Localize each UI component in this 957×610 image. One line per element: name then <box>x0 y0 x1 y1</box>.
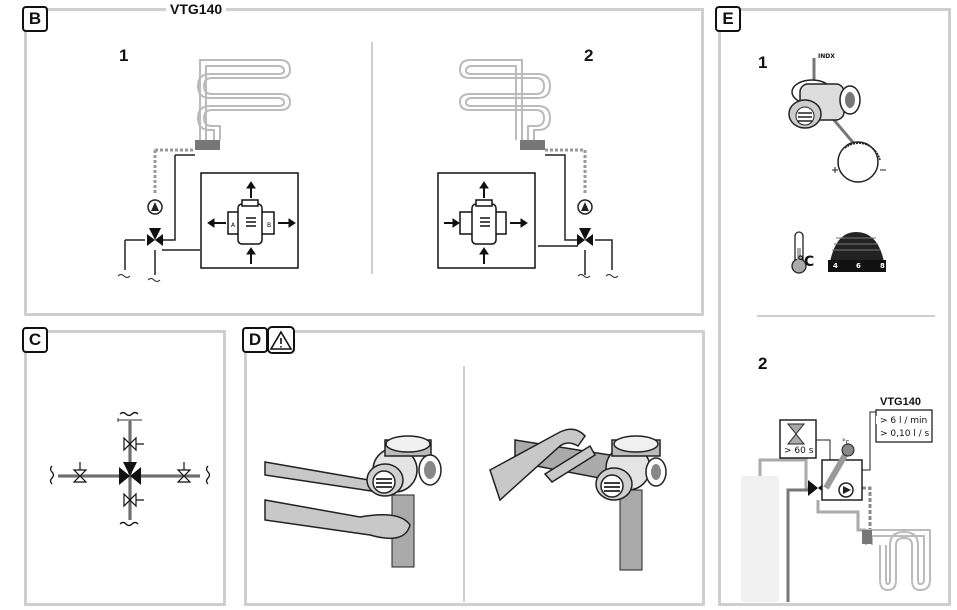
deg-small-front: °c <box>842 438 850 446</box>
panel-d <box>244 330 705 606</box>
radiator-coil-1 <box>196 59 292 140</box>
panel-d-divider <box>463 366 465 602</box>
mixing-valve-icon-b1 <box>147 228 163 246</box>
pump-arrow-b2 <box>581 202 589 211</box>
valve-with-knob-e1 <box>788 58 886 183</box>
scale-4-front: 4 <box>833 262 838 270</box>
flow-arrows-b1 <box>207 181 296 264</box>
valve-letter-a-b1: A <box>231 222 236 229</box>
panel-e-divider <box>757 315 935 317</box>
scale-6-front: 6 <box>856 262 861 270</box>
vtg140-spec-title-front: VTG140 <box>880 396 921 408</box>
e-number-1: 1 <box>758 53 768 72</box>
water-wave-b1 <box>117 274 161 282</box>
pipe-break-marks-c <box>49 411 211 527</box>
panel-c <box>24 330 226 606</box>
flow-spec-sec-front: > 0,10 l / s <box>880 429 930 439</box>
hourglass-icon <box>786 423 806 445</box>
timer-label-front: > 60 s <box>784 446 814 456</box>
pump-arrow-b1 <box>151 202 159 211</box>
dial-scale-icon <box>828 232 886 272</box>
manifold-e2 <box>862 530 872 544</box>
valve-letter-b-b1: B <box>267 222 271 229</box>
water-wave-b2 <box>577 274 619 278</box>
valve-schematic-b2 <box>459 199 507 245</box>
pipe-wrench-illustration <box>489 428 667 571</box>
diagram-number-1: 1 <box>119 46 129 65</box>
scale-8-front: 8 <box>880 262 885 270</box>
mixing-valve-icon-b2 <box>577 228 593 246</box>
section-tag-b: B <box>22 6 48 32</box>
panel-b-title: VTG140 <box>166 1 227 17</box>
diagram-number-2: 2 <box>584 46 594 65</box>
radiator-e2 <box>865 529 931 592</box>
section-tag-e: E <box>715 6 741 32</box>
valve-schematic-b1 <box>227 199 275 245</box>
pipes-b1 <box>124 148 200 275</box>
flow-arrows-b2 <box>444 181 528 264</box>
thermometer-probe-e2 <box>823 443 855 490</box>
callout-lines <box>816 411 876 471</box>
e-number-2: 2 <box>758 354 768 373</box>
radiator-coil-2 <box>458 59 552 140</box>
temp-unit-front: °C <box>797 254 815 270</box>
section-tag-c: C <box>22 327 48 353</box>
pipes-b2 <box>538 148 613 275</box>
manifold-2 <box>520 140 545 150</box>
pump-arrow-e2 <box>843 486 851 494</box>
boiler-block <box>741 476 779 602</box>
thermometer-icon <box>791 231 807 274</box>
center-valve-c <box>119 462 141 485</box>
wrench-illustration <box>264 435 442 568</box>
manifold-1 <box>195 140 220 150</box>
warning-icon <box>269 330 293 350</box>
panel-e <box>718 8 951 606</box>
panel-b <box>24 8 704 316</box>
flow-spec-min-front: > 6 l / min <box>880 416 928 426</box>
index-label-front: INDX <box>818 53 835 60</box>
panel-b-divider <box>371 42 373 274</box>
shutoff-valves-c <box>72 436 192 508</box>
section-tag-d: D <box>242 327 268 353</box>
